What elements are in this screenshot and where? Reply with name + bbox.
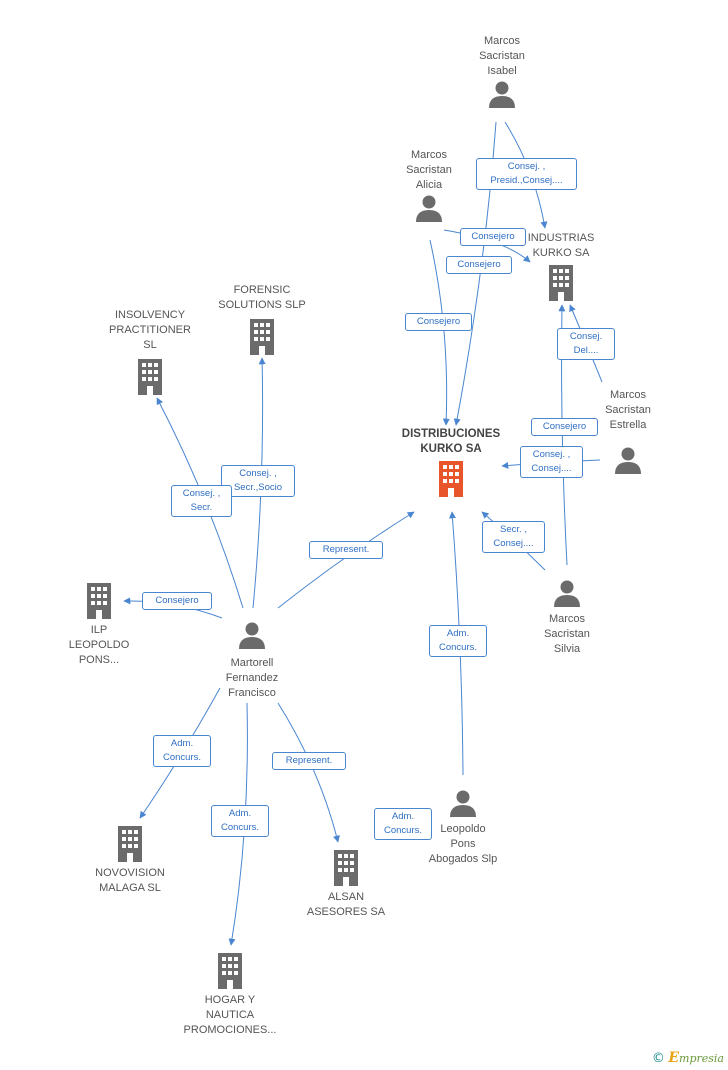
node-label: INDUSTRIAS KURKO SA — [527, 232, 595, 259]
copyright-symbol: © — [651, 1051, 665, 1066]
node-ilp-leopoldo-pons[interactable]: ILP LEOPOLDO PONS... — [29, 583, 169, 668]
edge-martorell-alsan — [277, 702, 340, 843]
node-label: HOGAR Y NAUTICA PROMOCIONES... — [183, 994, 277, 1036]
brand-name: mpresia — [679, 1052, 724, 1065]
person-icon — [239, 622, 265, 649]
node-industrias-kurko[interactable]: INDUSTRIAS KURKO SA — [491, 231, 631, 301]
node-label: ILP LEOPOLDO PONS... — [68, 624, 130, 666]
node-label: INSOLVENCY PRACTITIONER SL — [109, 309, 191, 351]
person-icon — [450, 790, 476, 817]
node-label: Leopoldo Pons Abogados Slp — [428, 823, 498, 865]
node-label: Marcos Sacristan Silvia — [544, 613, 590, 655]
edge-alicia-distribuciones — [429, 239, 450, 426]
node-label: Marcos Sacristan Estrella — [605, 389, 651, 431]
relation-label[interactable]: Consejero — [405, 313, 472, 331]
person-icon — [615, 447, 641, 474]
node-martorell-fernandez-francisco[interactable]: Martorell Fernandez Francisco — [182, 620, 322, 701]
relation-label[interactable]: Adm. Concurs. — [211, 805, 269, 837]
building-icon — [549, 265, 573, 301]
relation-label[interactable]: Adm. Concurs. — [374, 808, 432, 840]
person-icon — [416, 195, 442, 222]
node-marcos-sacristan-estrella[interactable]: Marcos Sacristan Estrella — [558, 388, 698, 475]
relation-label[interactable]: Consejero — [531, 418, 598, 436]
node-distribuciones-kurko[interactable]: DISTRIBUCIONES KURKO SA — [381, 427, 521, 497]
node-label: DISTRIBUCIONES KURKO SA — [401, 428, 501, 455]
relation-label[interactable]: Consej. , Secr.,Socio — [221, 465, 295, 497]
node-alsan-asesores[interactable]: ALSAN ASESORES SA — [276, 850, 416, 920]
building-icon — [334, 850, 358, 886]
relation-label[interactable]: Consej. Del.... — [557, 328, 615, 360]
node-marcos-sacristan-isabel[interactable]: Marcos Sacristan Isabel — [432, 34, 572, 109]
brand-initial: E — [668, 1050, 680, 1066]
relation-label[interactable]: Consej. , Consej.... — [520, 446, 583, 478]
node-novovision-malaga[interactable]: NOVOVISION MALAGA SL — [60, 826, 200, 896]
relation-label[interactable]: Secr. , Consej.... — [482, 521, 545, 553]
node-hogar-y-nautica[interactable]: HOGAR Y NAUTICA PROMOCIONES... — [160, 953, 300, 1038]
building-icon — [118, 826, 142, 862]
relation-label[interactable]: Consej. , Presid.,Consej.... — [476, 158, 577, 190]
node-marcos-sacristan-silvia[interactable]: Marcos Sacristan Silvia — [497, 578, 637, 657]
node-label: FORENSIC SOLUTIONS SLP — [218, 284, 306, 311]
building-icon — [439, 461, 463, 497]
relation-label[interactable]: Adm. Concurs. — [429, 625, 487, 657]
relation-label[interactable]: Consejero — [446, 256, 512, 274]
building-icon — [87, 583, 111, 619]
node-marcos-sacristan-alicia[interactable]: Marcos Sacristan Alicia — [359, 148, 499, 223]
empresia-logo: © Empresia — [652, 1050, 724, 1066]
node-label: Marcos Sacristan Isabel — [479, 35, 525, 77]
relation-label[interactable]: Consejero — [142, 592, 212, 610]
node-insolvency-practitioner[interactable]: INSOLVENCY PRACTITIONER SL — [80, 308, 220, 395]
person-icon — [554, 580, 580, 607]
building-icon — [138, 359, 162, 395]
node-label: NOVOVISION MALAGA SL — [95, 867, 165, 894]
relation-label[interactable]: Adm. Concurs. — [153, 735, 211, 767]
node-forensic-solutions[interactable]: FORENSIC SOLUTIONS SLP — [192, 283, 332, 355]
building-icon — [250, 319, 274, 355]
relation-label[interactable]: Represent. — [272, 752, 346, 770]
node-label: Marcos Sacristan Alicia — [406, 149, 452, 191]
person-icon — [489, 81, 515, 108]
relation-label[interactable]: Represent. — [309, 541, 383, 559]
relation-label[interactable]: Consejero — [460, 228, 526, 246]
node-leopoldo-pons-abogados[interactable]: Leopoldo Pons Abogados Slp — [393, 788, 533, 867]
relation-label[interactable]: Consej. , Secr. — [171, 485, 232, 517]
edge-martorell-distribuciones — [277, 511, 415, 609]
building-icon — [218, 953, 242, 989]
node-label: ALSAN ASESORES SA — [306, 891, 386, 918]
node-label: Martorell Fernandez Francisco — [225, 657, 279, 699]
